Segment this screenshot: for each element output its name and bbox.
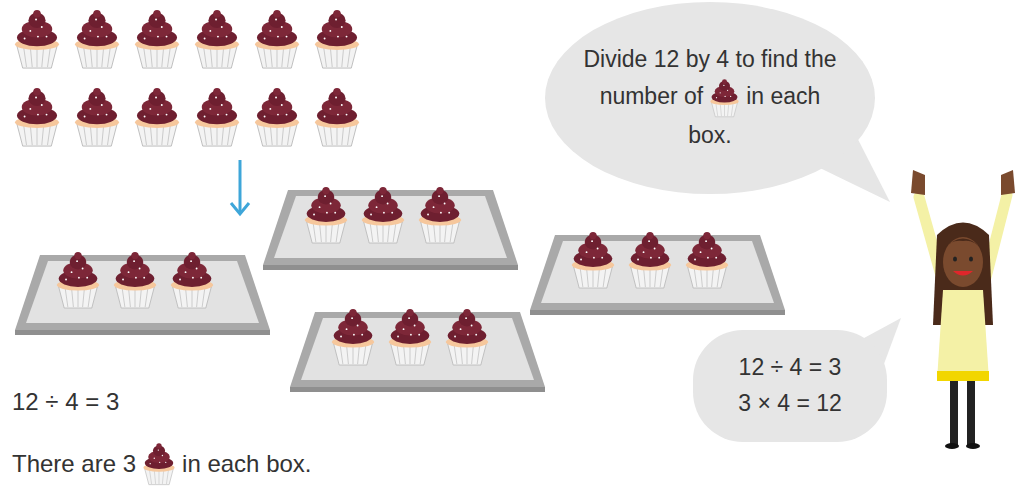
down-arrow bbox=[231, 160, 249, 214]
speech-bubble: 12 ÷ 4 = 33 × 4 = 12 bbox=[693, 330, 887, 442]
text-line: 12 ÷ 4 = 3 bbox=[12, 388, 119, 416]
speech-bubble-body bbox=[545, 2, 875, 194]
tray bbox=[530, 232, 785, 315]
text-line: There are 3 in each box. bbox=[12, 442, 312, 486]
cupcake-icon bbox=[142, 442, 176, 486]
speech-bubble-shape bbox=[545, 2, 875, 194]
tray bbox=[263, 187, 518, 270]
bubble-text: 12 ÷ 4 = 3 bbox=[705, 350, 875, 386]
tray bbox=[15, 252, 270, 335]
girl-figure bbox=[911, 170, 1015, 449]
tray bbox=[290, 309, 545, 392]
bubble-content: 12 ÷ 4 = 33 × 4 = 12 bbox=[705, 350, 875, 421]
bubble-text: in each box. bbox=[688, 83, 820, 148]
speech-bubble: Divide 12 by 4 to find the number ofin e… bbox=[545, 2, 875, 194]
speech-bubble-body bbox=[693, 330, 887, 442]
caption-text: in each box. bbox=[182, 450, 311, 478]
bubble-content: Divide 12 by 4 to find the number ofin e… bbox=[575, 42, 845, 153]
caption-text: 12 ÷ 4 = 3 bbox=[12, 388, 119, 416]
bubble-text: 3 × 4 = 12 bbox=[705, 386, 875, 422]
caption-text: There are 3 bbox=[12, 450, 136, 478]
cupcake-icon bbox=[709, 78, 740, 118]
speech-bubble-shape bbox=[693, 330, 887, 442]
cupcake-rows bbox=[15, 10, 359, 146]
